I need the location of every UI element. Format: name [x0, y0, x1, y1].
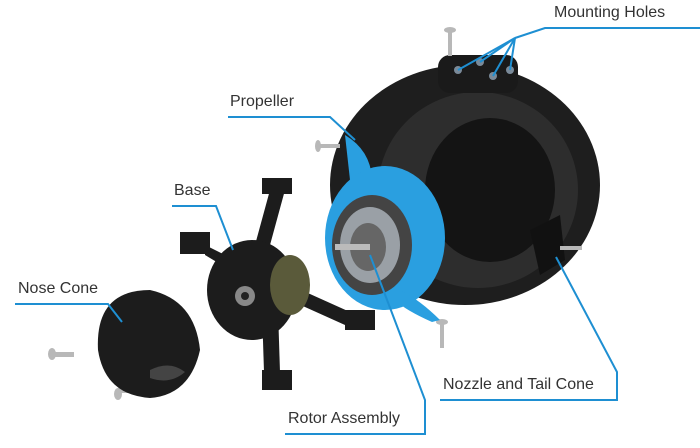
rotor-assembly-part [332, 195, 412, 295]
leader-lines [15, 27, 700, 435]
label-nozzle-tail-cone: Nozzle and Tail Cone [443, 376, 594, 393]
base-part [180, 178, 375, 390]
nose-cone-part [97, 290, 200, 398]
leader-line-propeller [228, 116, 356, 141]
leader-line-nose-cone [15, 303, 123, 323]
label-rotor-assembly: Rotor Assembly [288, 410, 401, 427]
label-base: Base [174, 182, 211, 199]
leader-line-mounting-holes [514, 27, 700, 39]
leader-line-base [172, 205, 234, 251]
label-nose-cone: Nose Cone [18, 280, 99, 297]
leader-line-nozzle [440, 256, 618, 401]
leader-line-rotor-assembly [285, 254, 426, 435]
label-mounting-holes: Mounting Holes [554, 4, 666, 21]
label-propeller: Propeller [230, 93, 295, 110]
